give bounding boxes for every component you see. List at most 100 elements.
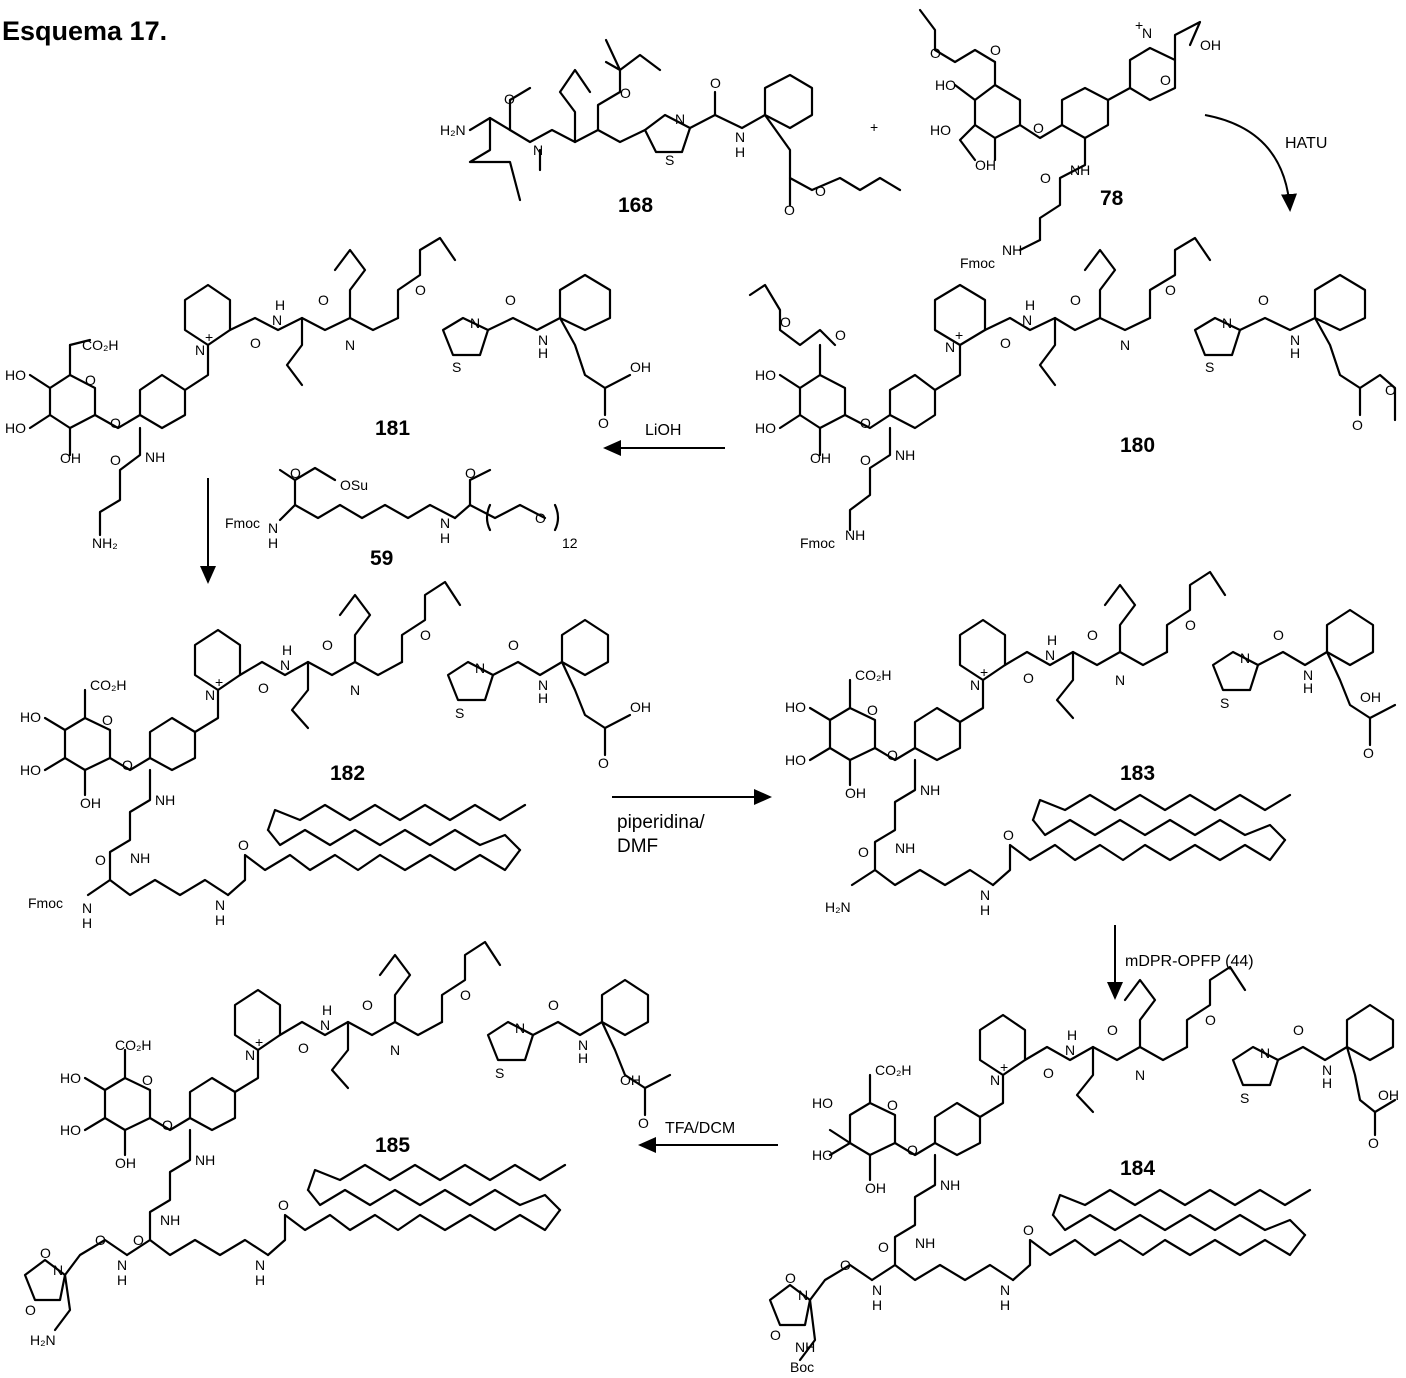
- atom-label: O: [887, 747, 898, 763]
- atom-label: N: [1135, 1067, 1145, 1083]
- reagent-piperidina-line1: piperidina/: [617, 812, 705, 833]
- atom-label: O: [465, 465, 476, 481]
- atom-label: H: [980, 902, 990, 918]
- atom-label: N: [1142, 25, 1152, 41]
- compound-number-78: 78: [1100, 187, 1124, 210]
- atom-label: +: [955, 327, 963, 343]
- atom-label: O: [1023, 1222, 1034, 1238]
- atom-label: O: [85, 372, 96, 388]
- atom-label: O: [620, 85, 631, 101]
- atom-label: CO₂H: [115, 1037, 152, 1053]
- atom-label: H: [872, 1297, 882, 1313]
- atom-label: N: [350, 682, 360, 698]
- atom-label: O: [1023, 670, 1034, 686]
- atom-label: O: [95, 852, 106, 868]
- atom-label: Boc: [790, 1359, 814, 1375]
- atom-label: N: [1115, 672, 1125, 688]
- atom-label: N: [990, 1072, 1000, 1088]
- atom-label: OH: [1378, 1087, 1399, 1103]
- atom-label: NH: [895, 840, 915, 856]
- atom-label: O: [1165, 282, 1176, 298]
- atom-label: O: [415, 282, 426, 298]
- atom-label: OH: [810, 450, 831, 466]
- compound-78: O O HO HO OH O N + OH O NH O Fmoc NH 78: [920, 10, 1221, 271]
- atom-label: HO: [785, 752, 806, 768]
- atom-label: N: [675, 111, 685, 127]
- atom-label: HO: [812, 1147, 833, 1163]
- atom-label: O: [1087, 627, 1098, 643]
- atom-label: NH: [845, 527, 865, 543]
- atom-label: O: [638, 1115, 649, 1131]
- atom-label: N: [215, 897, 225, 913]
- atom-label: N: [280, 657, 290, 673]
- atom-label: O: [505, 292, 516, 308]
- atom-label: O: [860, 452, 871, 468]
- atom-label: H: [82, 915, 92, 931]
- reagent-mdpr: mDPR-OPFP (44): [1125, 953, 1254, 970]
- atom-label: +: [1000, 1059, 1008, 1075]
- atom-label: N: [1260, 1045, 1270, 1061]
- compound-number-180: 180: [1120, 434, 1155, 457]
- atom-label: O: [930, 45, 941, 61]
- atom-label: N: [533, 142, 543, 158]
- atom-label: O: [815, 183, 826, 199]
- atom-label: O: [887, 1097, 898, 1113]
- atom-label: OH: [80, 795, 101, 811]
- atom-label: O: [535, 510, 546, 526]
- atom-label: HO: [60, 1122, 81, 1138]
- atom-label: O: [858, 844, 869, 860]
- atom-label: O: [840, 1257, 851, 1273]
- atom-label: O: [598, 755, 609, 771]
- atom-label: O: [598, 415, 609, 431]
- atom-label: OH: [620, 1072, 641, 1088]
- atom-label: O: [785, 1270, 796, 1286]
- compound-181: CO₂H O HO HO OH O N + O N H O N O S N O …: [5, 238, 651, 551]
- atom-label: H: [282, 642, 292, 658]
- atom-label: H: [578, 1050, 588, 1066]
- atom-label: +: [980, 664, 988, 680]
- atom-label: O: [508, 637, 519, 653]
- atom-label: OH: [1360, 689, 1381, 705]
- atom-label: N: [320, 1017, 330, 1033]
- atom-label: N: [1240, 650, 1250, 666]
- arrow-hatu: [1205, 115, 1290, 210]
- compound-number-181: 181: [375, 417, 410, 440]
- atom-label: HO: [20, 709, 41, 725]
- atom-label: CO₂H: [82, 337, 119, 353]
- atom-label: OSu: [340, 477, 368, 493]
- atom-label: OH: [630, 699, 651, 715]
- atom-label: H: [275, 297, 285, 313]
- atom-label: H: [1047, 632, 1057, 648]
- atom-label: N: [970, 677, 980, 693]
- atom-label: NH: [940, 1177, 960, 1193]
- atom-label: O: [835, 327, 846, 343]
- atom-label: O: [278, 1197, 289, 1213]
- atom-label: O: [1070, 292, 1081, 308]
- atom-label: O: [1040, 170, 1051, 186]
- atom-label: H: [1303, 680, 1313, 696]
- atom-label: O: [142, 1072, 153, 1088]
- atom-label: +: [255, 1034, 263, 1050]
- compound-number-182: 182: [330, 762, 365, 785]
- atom-label: H: [538, 690, 548, 706]
- atom-label: O: [95, 1232, 106, 1248]
- atom-label: O: [780, 314, 791, 330]
- atom-label: O: [238, 837, 249, 853]
- atom-label: N: [475, 660, 485, 676]
- atom-label: O: [878, 1239, 889, 1255]
- atom-label: OH: [845, 785, 866, 801]
- compound-182: CO₂H O HO HO OH O N + O N H O N O S N O …: [20, 582, 651, 931]
- atom-label: OH: [975, 157, 996, 173]
- atom-label: N: [1045, 647, 1055, 663]
- atom-label: H: [1067, 1027, 1077, 1043]
- atom-label: O: [1033, 120, 1044, 136]
- atom-label: O: [290, 465, 301, 481]
- atom-label: O: [318, 292, 329, 308]
- atom-label: CO₂H: [875, 1062, 912, 1078]
- atom-label: O: [162, 1117, 173, 1133]
- atom-label: NH: [1070, 162, 1090, 178]
- atom-label: O: [710, 75, 721, 91]
- atom-label: NH: [915, 1235, 935, 1251]
- atom-label: HO: [5, 420, 26, 436]
- atom-label: O: [420, 627, 431, 643]
